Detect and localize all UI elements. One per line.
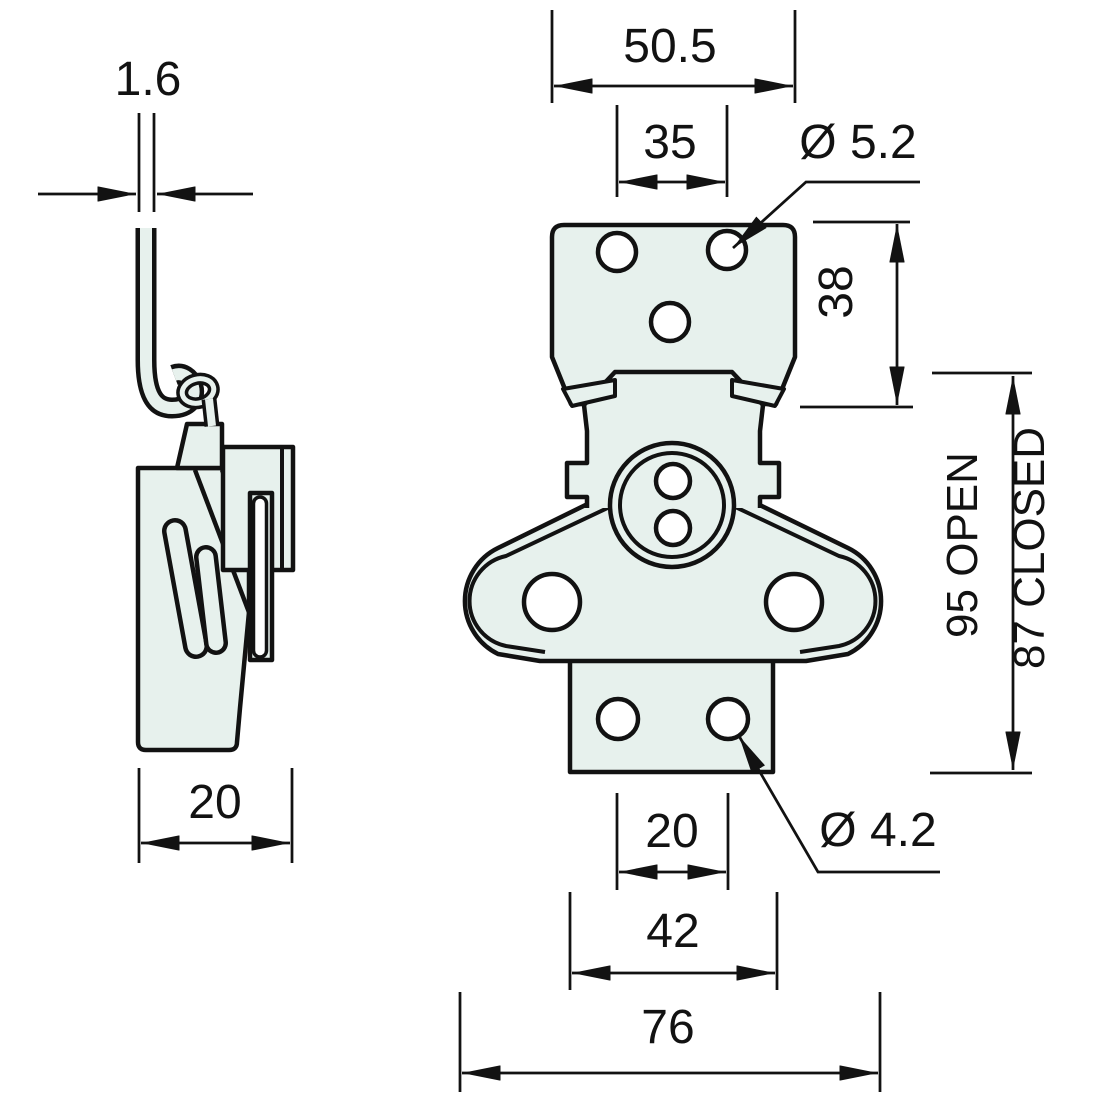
side-keeper-slot: [251, 495, 269, 659]
dim-label-bottom-plate-width: 42: [646, 905, 699, 958]
dim-label-plate-width: 50.5: [623, 20, 716, 73]
dim-bottom-plate-width: 42: [568, 892, 779, 990]
side-body-slots: [162, 518, 228, 659]
dim-top-hole-dia: Ø 5.2: [732, 116, 920, 250]
side-view: 1.6 20: [38, 53, 296, 863]
side-lever: [174, 421, 225, 471]
dim-plate-width: 50.5: [550, 10, 797, 103]
side-eye-strap: [201, 398, 220, 427]
front-rosette-outer: [607, 440, 737, 570]
dim-label-closed-height: 87 CLOSED: [1005, 427, 1054, 669]
front-wing-hole-right: [763, 571, 825, 633]
front-top-plate-hole-left: [595, 230, 639, 274]
front-hinge-ledge-left: [561, 378, 617, 408]
dim-overall-width: 76: [458, 992, 882, 1092]
dim-label-bottom-hole-dia: Ø 4.2: [819, 804, 936, 857]
dim-top-hole-spacing: 35: [615, 105, 729, 197]
dim-bottom-hole-dia: Ø 4.2: [737, 735, 940, 874]
dim-side-depth: 20: [137, 768, 294, 863]
dim-label-plate-height: 38: [810, 265, 863, 318]
front-rosette-hole-bottom: [653, 508, 693, 548]
front-hinge-column-outline: [564, 369, 782, 508]
front-view: 50.5 35 Ø 5.2 38 95 OPEN 87 CLOSED: [458, 10, 1054, 1092]
dim-label-top-hole-spacing: 35: [643, 116, 696, 169]
front-wing-hem-right: [728, 502, 878, 654]
front-bottom-hole-right: [705, 696, 751, 742]
front-top-plate-hole-right: [705, 228, 749, 272]
front-rosette-inner: [618, 451, 726, 559]
front-hinge-ledge-right: [730, 378, 786, 408]
dim-label-bottom-hole-spacing: 20: [645, 805, 698, 858]
dim-bottom-hole-spacing: 20: [615, 793, 730, 890]
front-wing-hem-left: [467, 502, 617, 654]
dim-label-side-depth: 20: [188, 776, 241, 829]
dim-label-top-hole-dia: Ø 5.2: [799, 116, 916, 169]
front-top-plate-hole-center: [648, 300, 692, 344]
dim-plate-height: 38: [800, 220, 913, 409]
dim-label-thickness: 1.6: [115, 53, 182, 106]
dim-label-open-height: 95 OPEN: [938, 452, 987, 638]
front-rosette-hole-top: [653, 461, 693, 501]
dim-label-overall-width: 76: [641, 1001, 694, 1054]
front-bottom-hole-left: [595, 696, 641, 742]
side-eye-loop: [176, 372, 220, 410]
dim-thickness: 1.6: [38, 53, 253, 212]
dim-overall-height: 95 OPEN 87 CLOSED: [930, 371, 1054, 775]
front-wing-hole-left: [521, 571, 583, 633]
